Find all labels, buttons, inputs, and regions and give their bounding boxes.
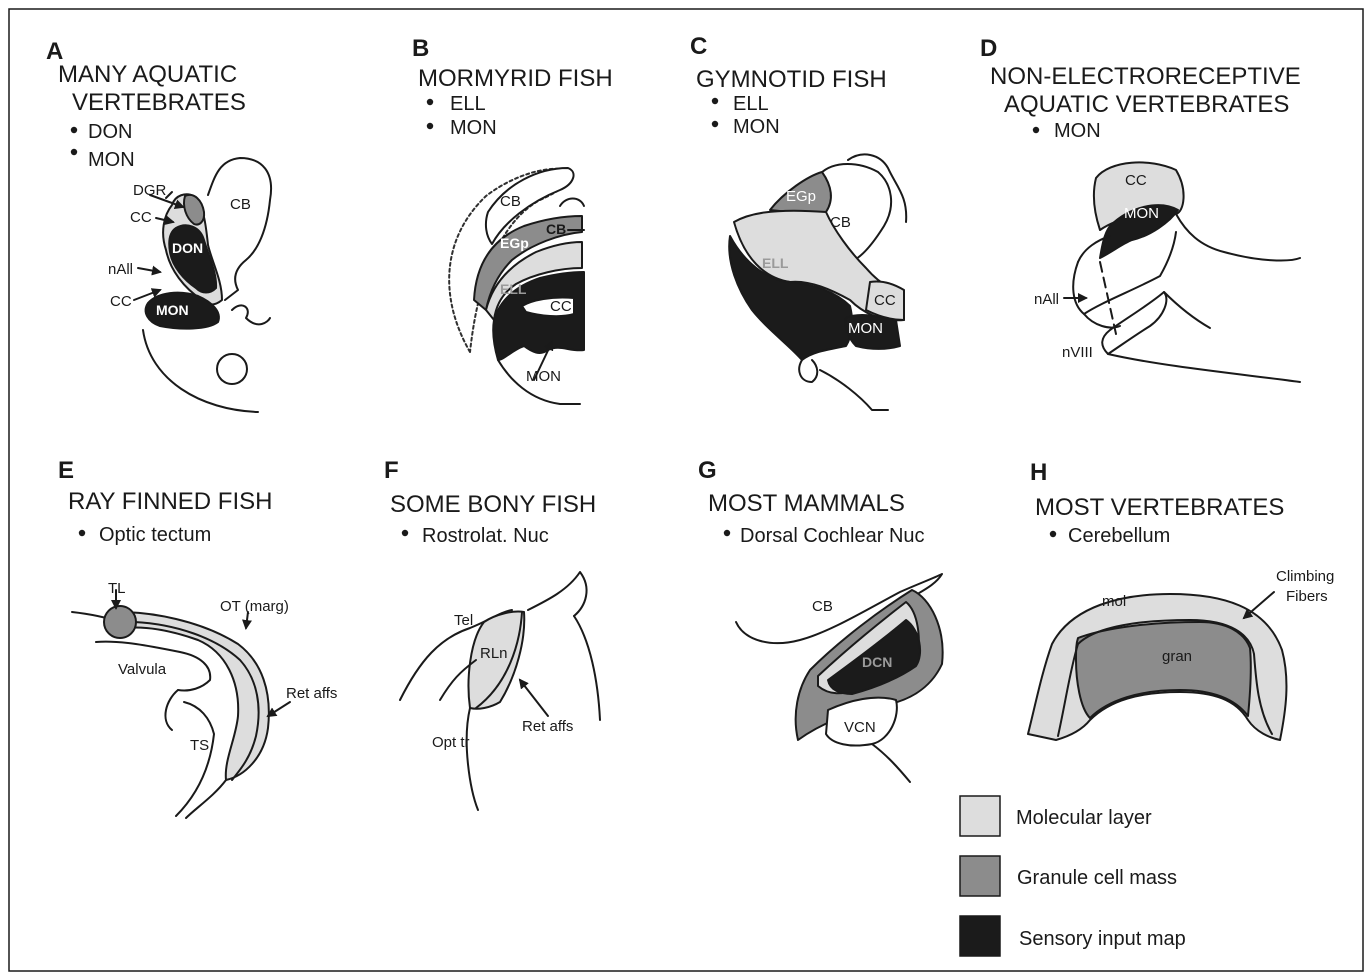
bullet-icon	[1050, 531, 1056, 537]
bullet-text: MON	[733, 116, 780, 138]
label-mon: MON	[526, 368, 561, 385]
legend-swatch-molecular	[960, 796, 1000, 836]
panel-letter: E	[58, 457, 74, 484]
bullet-icon	[724, 530, 730, 536]
label-cc: CC	[1125, 172, 1147, 189]
bullet-text: MON	[1054, 120, 1101, 142]
label-mon: MON	[1124, 205, 1159, 222]
label-climbing: Climbing	[1276, 568, 1334, 585]
bullet-icon	[712, 121, 718, 127]
bullet-text: MON	[88, 149, 135, 171]
label-ot-marg: OT (marg)	[220, 598, 289, 615]
panel-e: E RAY FINNED FISH Optic tectum TL OT (ma…	[58, 457, 337, 818]
legend-swatch-sensory	[960, 916, 1000, 956]
legend-swatch-granule	[960, 856, 1000, 896]
label-ret-affs: Ret affs	[286, 685, 337, 702]
label-mon: MON	[156, 302, 189, 318]
bullet-icon	[71, 127, 77, 133]
bullet-icon	[427, 123, 433, 129]
bullet-text: ELL	[733, 93, 769, 115]
label-opt-tr: Opt tr	[432, 734, 470, 751]
bullet-text: DON	[88, 121, 132, 143]
legend-label-molecular: Molecular layer	[1016, 807, 1152, 829]
label-cc: CC	[110, 293, 132, 310]
bullet-text: Cerebellum	[1068, 525, 1170, 547]
bullet-text: Rostrolat. Nuc	[422, 525, 549, 547]
label-cb-bold: CB	[546, 221, 566, 237]
label-cc: CC	[550, 298, 572, 315]
panel-a: A MANY AQUATIC VERTEBRATES DON MON DGR C…	[46, 38, 271, 412]
label-fibers: Fibers	[1286, 588, 1328, 605]
label-don: DON	[172, 240, 203, 256]
panel-letter: G	[698, 457, 717, 484]
label-egp: EGp	[786, 188, 816, 205]
panel-letter: B	[412, 35, 429, 62]
panel-title: MOST MAMMALS	[708, 490, 905, 517]
legend: Molecular layer Granule cell mass Sensor…	[960, 796, 1186, 956]
panel-title: MOST VERTEBRATES	[1035, 494, 1284, 521]
label-dgr: DGR	[133, 182, 167, 199]
panel-c: C GYMNOTID FISH ELL MON EGp CB ELL CC MO…	[690, 33, 906, 410]
panel-title-line-2: AQUATIC VERTEBRATES	[1004, 91, 1289, 118]
panel-letter: F	[384, 457, 399, 484]
panel-g: G MOST MAMMALS Dorsal Cochlear Nuc CB DC…	[698, 457, 943, 782]
label-cb: CB	[812, 598, 833, 615]
panel-title: RAY FINNED FISH	[68, 488, 272, 515]
panel-title-line-1: MANY AQUATIC	[58, 61, 237, 88]
panel-f-drawing	[400, 572, 600, 810]
label-nviii: nVIII	[1062, 344, 1093, 361]
panel-d-drawing	[1064, 162, 1300, 382]
panel-title: MORMYRID FISH	[418, 65, 613, 92]
bullet-icon	[402, 530, 408, 536]
panel-title-line-1: NON-ELECTRORECEPTIVE	[990, 63, 1301, 90]
panel-title-line-2: VERTEBRATES	[72, 89, 246, 116]
bullet-text: MON	[450, 117, 497, 139]
bullet-icon	[1033, 127, 1039, 133]
label-mol: mol	[1102, 593, 1126, 610]
label-tl: TL	[108, 580, 126, 597]
panel-b: B MORMYRID FISH ELL MON CB CB EGp ELL CC…	[412, 35, 613, 404]
label-mon: MON	[848, 320, 883, 337]
label-cc: CC	[874, 292, 896, 309]
label-rln: RLn	[480, 645, 508, 662]
panel-letter: D	[980, 35, 997, 62]
label-tel: Tel	[454, 612, 473, 629]
label-cc: CC	[130, 209, 152, 226]
panel-letter: C	[690, 33, 707, 60]
label-vcn: VCN	[844, 719, 876, 736]
label-cb: CB	[500, 193, 521, 210]
label-nall: nAll	[1034, 291, 1059, 308]
bullet-icon	[712, 98, 718, 104]
panel-d: D NON-ELECTRORECEPTIVE AQUATIC VERTEBRAT…	[980, 35, 1301, 382]
label-cb: CB	[830, 214, 851, 231]
panel-h: H MOST VERTEBRATES Cerebellum Climbing F…	[1028, 459, 1334, 740]
panel-c-drawing	[729, 154, 906, 410]
panel-f: F SOME BONY FISH Rostrolat. Nuc Tel RLn …	[384, 457, 600, 810]
label-ts: TS	[190, 737, 209, 754]
label-cb: CB	[230, 196, 251, 213]
panel-e-drawing	[72, 590, 290, 818]
panel-h-drawing	[1028, 592, 1286, 740]
legend-label-sensory: Sensory input map	[1019, 928, 1186, 950]
label-nall: nAll	[108, 261, 133, 278]
label-gran: gran	[1162, 648, 1192, 665]
panel-title: GYMNOTID FISH	[696, 66, 887, 93]
bullet-text: Dorsal Cochlear Nuc	[740, 525, 925, 547]
label-egp: EGp	[500, 235, 529, 251]
panel-g-drawing	[736, 574, 943, 782]
bullet-icon	[71, 149, 77, 155]
panel-letter: H	[1030, 459, 1047, 486]
label-ell: ELL	[500, 281, 527, 297]
bullet-text: Optic tectum	[99, 524, 211, 546]
legend-label-granule: Granule cell mass	[1017, 867, 1177, 889]
bullet-text: ELL	[450, 93, 486, 115]
panel-title: SOME BONY FISH	[390, 491, 596, 518]
bullet-icon	[79, 530, 85, 536]
label-ell: ELL	[762, 255, 789, 271]
label-ret-affs: Ret affs	[522, 718, 573, 735]
label-dcn: DCN	[862, 654, 892, 670]
bullet-icon	[427, 99, 433, 105]
label-valvula: Valvula	[118, 661, 167, 678]
